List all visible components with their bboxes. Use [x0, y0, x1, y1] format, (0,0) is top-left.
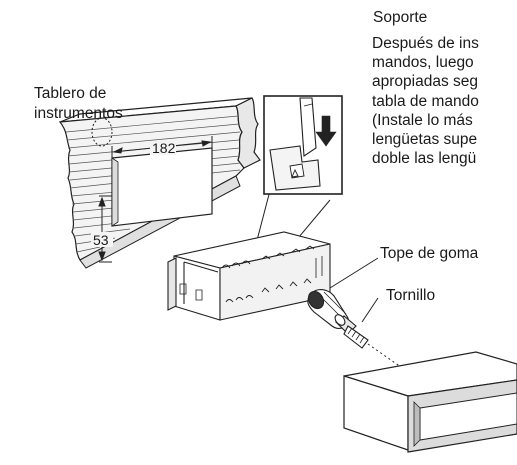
- height-dimension-label: 53: [93, 232, 109, 248]
- head-unit: [343, 351, 517, 453]
- dashboard-label-line2: instrumentos: [34, 105, 123, 122]
- screw-leader: [361, 297, 379, 323]
- dashboard-panel: [58, 97, 261, 269]
- screw: [334, 314, 369, 349]
- instruction-line: tabla de mando: [372, 92, 479, 110]
- instruction-line: lengüetas supe: [372, 131, 478, 149]
- mounting-sleeve: [167, 231, 331, 321]
- rubber-bush-label: Tope de goma: [380, 245, 479, 262]
- detail-inset: [243, 95, 343, 294]
- dashboard-opening: [111, 147, 213, 227]
- instruction-line: mandos, luego: [372, 54, 474, 72]
- bracket-instructions: Después de ins mandos, luego apropiadas …: [372, 34, 517, 168]
- instruction-line: doble las lengü: [372, 150, 477, 168]
- dashboard-label-line1: Tablero de: [34, 85, 107, 102]
- bracket-label: Soporte: [373, 9, 428, 26]
- screw-label: Tornillo: [386, 287, 436, 304]
- instruction-line: Después de ins: [372, 35, 479, 52]
- rubber-bush-leader: [329, 257, 379, 289]
- width-dimension-label: 182: [152, 140, 176, 156]
- width-dimension: [111, 136, 213, 158]
- instruction-line: (Instale lo más: [372, 111, 473, 129]
- dashboard-callout: [91, 117, 113, 147]
- height-dimension: [91, 195, 113, 263]
- instruction-line: apropiadas seg: [372, 73, 478, 91]
